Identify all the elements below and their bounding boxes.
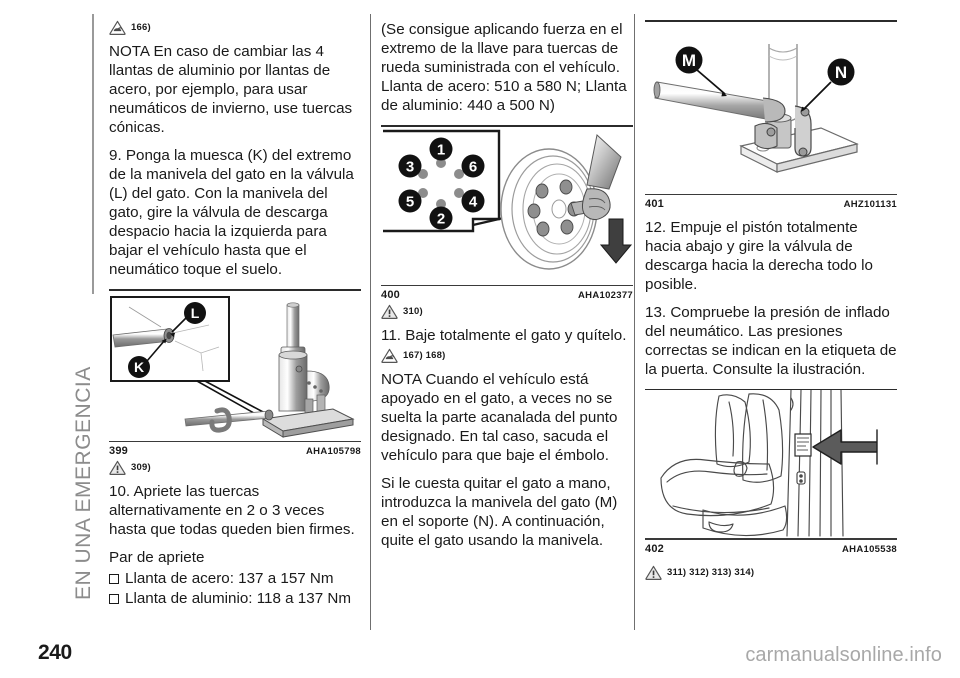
step-9-paragraph: 9. Ponga la muesca (K) del extremo de la…: [109, 147, 354, 278]
figure-400-caption: 400 AHA102377: [381, 286, 633, 301]
page-number: 240: [38, 641, 72, 664]
torque-item-steel: Llanta de acero: 137 a 157 Nm: [109, 569, 361, 588]
figure-402-caption: 402 AHA105538: [645, 540, 897, 555]
torque-item-aluminium: Llanta de aluminio: 118 a 137 Nm: [109, 589, 361, 608]
torque-item-label: Llanta de aluminio: 118 a 137 Nm: [125, 589, 351, 607]
section-tab-rule: [92, 14, 94, 294]
svg-text:4: 4: [469, 193, 478, 210]
svg-text:N: N: [835, 63, 847, 82]
middle-column: (Se consigue aplicando fuerza en el extr…: [381, 20, 633, 559]
figure-number: 399: [109, 444, 128, 457]
note-reference-166: 166): [109, 20, 361, 35]
column-divider-2: [634, 14, 635, 630]
bullet-square-icon: [109, 593, 119, 604]
warning-reference-311-314: 311) 312) 313) 314): [645, 565, 897, 580]
warning-triangle-icon: [109, 460, 126, 475]
note-reference-numbers: 167) 168): [403, 349, 446, 361]
warning-triangle-icon: [381, 304, 398, 319]
torque-item-label: Llanta de acero: 137 a 157 Nm: [125, 569, 334, 587]
warning-reference-310: 310): [381, 304, 633, 319]
figure-code: AHA102377: [578, 289, 633, 301]
bullet-square-icon: [109, 573, 119, 584]
svg-text:2: 2: [437, 210, 445, 227]
section-tab-label: EN UNA EMERGENCIA: [72, 366, 95, 600]
column-divider-1: [370, 14, 371, 630]
figure-401: M N 401 AHZ101131: [645, 20, 897, 210]
step-13-paragraph: 13. Compruebe la presión de inflado del …: [645, 303, 897, 378]
figure-top-rule: [645, 20, 897, 22]
svg-text:L: L: [191, 305, 200, 321]
figure-code: AHA105798: [306, 445, 361, 457]
figure-top-rule: [381, 125, 633, 127]
jack-release-valve-illustration: L K: [110, 295, 355, 438]
jack-removal-paragraph: Si le cuesta quitar el gato a mano, intr…: [381, 474, 618, 549]
step-10-paragraph: 10. Apriete las tuercas alternativamente…: [109, 482, 355, 538]
note-paragraph-wheel-nuts: NOTA En caso de cambiar las 4 llantas de…: [109, 43, 353, 136]
figure-401-caption: 401 AHZ101131: [645, 195, 897, 210]
figure-top-rule: [109, 289, 361, 291]
figure-bottom-rule: [109, 440, 361, 442]
figure-bottom-rule: [645, 193, 897, 195]
figure-number: 401: [645, 197, 664, 210]
warning-triangle-icon: [645, 565, 662, 580]
left-column: 166) NOTA En caso de cambiar las 4 llant…: [109, 20, 361, 609]
note-reference-167-168: 167) 168): [381, 348, 633, 363]
section-tab: EN UNA EMERGENCIA: [0, 0, 100, 620]
note-hand-triangle-icon: [109, 20, 126, 35]
svg-text:6: 6: [469, 158, 477, 175]
torque-heading: Par de apriete: [109, 548, 205, 566]
warning-reference-numbers: 309): [131, 461, 151, 473]
warning-reference-numbers: 310): [403, 305, 423, 317]
figure-399: L K: [109, 289, 361, 457]
door-jamb-label-illustration: [660, 390, 878, 538]
svg-text:1: 1: [437, 141, 445, 158]
figure-399-caption: 399 AHA105798: [109, 442, 361, 457]
figure-number: 400: [381, 288, 400, 301]
svg-text:5: 5: [406, 193, 414, 210]
warning-reference-numbers: 311) 312) 313) 314): [667, 566, 755, 578]
note-paragraph-jack: NOTA Cuando el vehículo está apoyado en …: [381, 370, 618, 464]
svg-text:M: M: [682, 51, 696, 70]
figure-number: 402: [645, 542, 664, 555]
step-11-paragraph: 11. Baje totalmente el gato y quítelo.: [381, 326, 627, 344]
figure-code: AHZ101131: [843, 198, 897, 210]
figure-bottom-rule: [645, 538, 897, 540]
figure-400: 1 2 3 4 5 6: [381, 125, 633, 301]
svg-text:3: 3: [406, 158, 414, 175]
figure-top-rule: [645, 388, 897, 391]
right-column: M N 401 AHZ101131 12. Empuje el pistón t…: [645, 20, 897, 587]
figure-code: AHA105538: [842, 543, 897, 555]
lug-nut-sequence-illustration: 1 2 3 4 5 6: [383, 129, 633, 270]
note-hand-triangle-icon: [381, 348, 398, 363]
figure-402: 402 AHA105538: [645, 388, 897, 555]
note-reference-numbers: 166): [131, 22, 151, 33]
svg-text:K: K: [134, 359, 144, 375]
jack-handle-bracket-illustration: M N: [653, 43, 859, 173]
force-note-paragraph: (Se consigue aplicando fuerza en el extr…: [381, 21, 627, 114]
figure-bottom-rule: [381, 284, 633, 286]
step-12-paragraph: 12. Empuje el pistón totalmente hacia ab…: [645, 218, 873, 293]
site-watermark: carmanualsonline.info: [745, 644, 942, 666]
warning-reference-309: 309): [109, 460, 361, 475]
